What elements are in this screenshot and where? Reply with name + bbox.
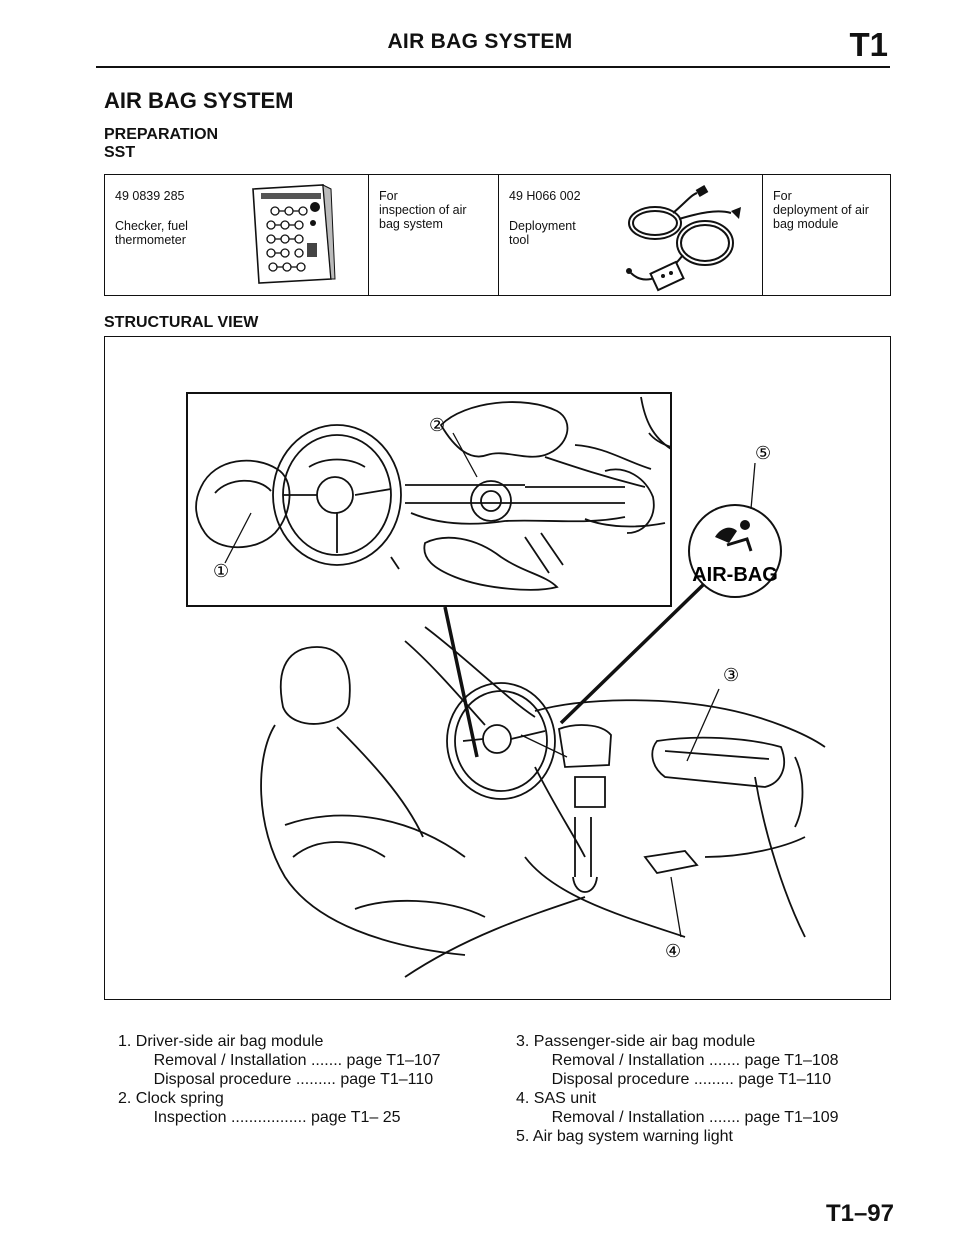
legend-item-1-removal: Removal / Installation ....... page T1–1…: [118, 1052, 441, 1069]
legend-right: 3. Passenger-side air bag module Removal…: [516, 1032, 839, 1146]
deployment-cable-icon: [626, 185, 741, 292]
legend-item-3: 3. Passenger-side air bag module: [516, 1033, 756, 1050]
inset-components: [195, 396, 672, 591]
legend-left: 1. Driver-side air bag module Removal / …: [118, 1032, 441, 1127]
page-title: AIR BAG SYSTEM: [104, 88, 294, 113]
callout-5-label: ⑤: [755, 443, 771, 463]
legend-item-2: 2. Clock spring: [118, 1090, 224, 1107]
sst-tool-2-cell: 49 H066 002 Deployment tool: [499, 175, 763, 295]
page-number: T1–97: [825, 1200, 894, 1227]
legend-item-3-removal: Removal / Installation ....... page T1–1…: [516, 1052, 839, 1069]
header-divider: [96, 66, 890, 68]
car-interior-drawing: [260, 626, 826, 978]
sst-heading: SST: [104, 144, 136, 161]
running-header-title: AIR BAG SYSTEM: [387, 30, 573, 53]
legend-item-5: 5. Air bag system warning light: [516, 1128, 733, 1145]
sst-tool-2-purpose-cell: For deployment of air bag module: [763, 175, 892, 295]
component-inset-box: [186, 392, 672, 607]
callout-3-label: ③: [723, 665, 739, 685]
sst-tool-2-name-line1: Deployment: [509, 219, 576, 233]
sst-tool-2-purpose-line1: For: [773, 189, 792, 203]
legend-item-4-removal: Removal / Installation ....... page T1–1…: [516, 1109, 839, 1126]
legend-item-2-inspection: Inspection ................. page T1– 25: [118, 1109, 401, 1126]
sst-tool-1-cell: 49 0839 285 Checker, fuel thermometer: [105, 175, 369, 295]
legend-item-4: 4. SAS unit: [516, 1090, 597, 1107]
sst-tool-1-name-line1: Checker, fuel: [115, 219, 188, 233]
sst-tool-2-number: 49 H066 002: [509, 189, 581, 203]
sst-tool-1-name-line2: thermometer: [115, 233, 186, 247]
section-code: T1: [849, 26, 888, 63]
sst-tool-2-purpose-line3: bag module: [773, 217, 839, 231]
checker-box-icon: [252, 184, 336, 284]
sst-table: 49 0839 285 Checker, fuel thermometer Fo…: [104, 174, 891, 296]
callout-1-label: ①: [213, 561, 229, 581]
sst-tool-1-purpose-line1: For: [379, 189, 398, 203]
sst-tool-1-purpose-cell: For inspection of air bag system: [369, 175, 499, 295]
sst-tool-1-purpose-line3: bag system: [379, 217, 443, 231]
legend-item-1-disposal: Disposal procedure ......... page T1–110: [118, 1071, 434, 1088]
structural-view-heading: STRUCTURAL VIEW: [104, 314, 259, 331]
airbag-label: AIR-BAG: [692, 564, 778, 586]
legend-item-1: 1. Driver-side air bag module: [118, 1033, 324, 1050]
structural-view-diagram: ① ② AIR-BAG ⑤: [104, 336, 891, 1000]
sst-tool-2-purpose-line2: deployment of air: [773, 203, 869, 217]
callout-2-label: ②: [429, 415, 445, 435]
airbag-warning-light-icon: [688, 504, 782, 598]
legend-item-3-disposal: Disposal procedure ......... page T1–110: [516, 1071, 832, 1088]
sst-tool-1-purpose-line2: inspection of air: [379, 203, 467, 217]
preparation-heading: PREPARATION: [104, 126, 219, 143]
callout-4-label: ④: [665, 941, 681, 961]
air-bag-system-illustration: ① ② AIR-BAG ⑤: [186, 392, 826, 978]
sst-tool-2-name-line2: tool: [509, 233, 530, 247]
sst-tool-1-number: 49 0839 285: [115, 189, 185, 203]
